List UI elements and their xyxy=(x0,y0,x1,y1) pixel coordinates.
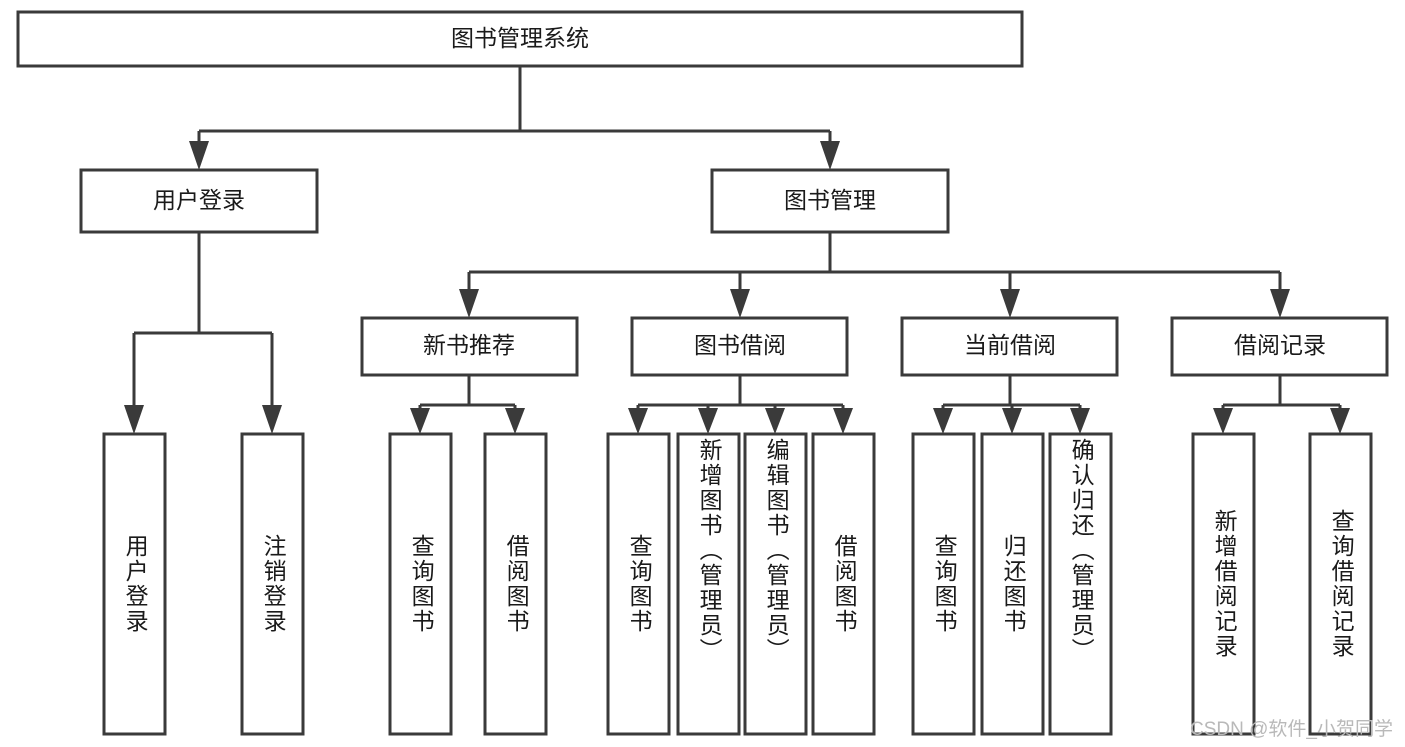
leaf-box-br-query-record[interactable] xyxy=(1308,432,1373,736)
node-borrow-record-box[interactable] xyxy=(1170,316,1389,377)
node-book-manage[interactable]: 图书管理 xyxy=(710,168,950,234)
connector-group-root xyxy=(189,66,840,170)
node-current-borrow-label: 当前借阅 xyxy=(964,332,1056,358)
arrow-head-bb-add-book xyxy=(698,408,718,434)
watermark-text: CSDN @软件_小贺同学 xyxy=(1190,719,1393,740)
arrow-head-cb-query-book xyxy=(933,408,953,434)
leaf-box-user-login[interactable] xyxy=(102,432,167,736)
arrow-head-leaf-logout xyxy=(262,405,282,434)
arrow-head-borrow-record xyxy=(1270,289,1290,318)
arrow-head-user-login xyxy=(189,141,209,170)
node-user-login-box[interactable] xyxy=(79,168,319,234)
arrow-head-book-manage xyxy=(820,141,840,170)
arrow-head-new-book xyxy=(459,289,479,318)
connector-group-current-borrow xyxy=(933,375,1090,434)
arrow-head-br-query-record xyxy=(1330,408,1350,434)
leaf-box-bb-query-book[interactable] xyxy=(606,432,671,736)
leaf-box-nb-query-book[interactable] xyxy=(388,432,453,736)
node-book-borrow-label: 图书借阅 xyxy=(694,332,786,358)
leaf-box-bb-borrow-book[interactable] xyxy=(811,432,876,736)
node-current-borrow-box[interactable] xyxy=(900,316,1119,377)
arrow-head-bb-borrow-book xyxy=(833,408,853,434)
node-new-book-box[interactable] xyxy=(360,316,579,377)
leaf-box-bb-edit-book[interactable] xyxy=(743,432,808,736)
leaf-box-logout[interactable] xyxy=(240,432,305,736)
arrow-head-nb-query-book xyxy=(410,408,430,434)
leaf-box-br-add-record[interactable] xyxy=(1191,432,1256,736)
node-user-login[interactable]: 用户登录 xyxy=(79,168,319,234)
arrow-head-leaf-user-login xyxy=(124,405,144,434)
connector-group-user-login xyxy=(124,232,282,434)
connector-group-new-book xyxy=(410,375,525,434)
node-root-label: 图书管理系统 xyxy=(451,25,589,51)
node-root-box[interactable] xyxy=(16,10,1024,68)
arrow-head-bb-edit-book xyxy=(765,408,785,434)
node-borrow-record[interactable]: 借阅记录 xyxy=(1170,316,1389,377)
leaf-box-nb-borrow-book[interactable] xyxy=(483,432,548,736)
leaf-boxes xyxy=(102,432,1373,736)
node-book-borrow[interactable]: 图书借阅 xyxy=(630,316,849,377)
leaf-box-cb-return-book[interactable] xyxy=(980,432,1045,736)
node-borrow-record-label: 借阅记录 xyxy=(1234,332,1326,358)
node-current-borrow[interactable]: 当前借阅 xyxy=(900,316,1119,377)
leaf-box-cb-query-book[interactable] xyxy=(911,432,976,736)
node-new-book[interactable]: 新书推荐 xyxy=(360,316,579,377)
arrow-head-br-add-record xyxy=(1213,408,1233,434)
arrow-head-nb-borrow-book xyxy=(505,408,525,434)
arrow-head-current-borrow xyxy=(1000,289,1020,318)
node-book-manage-box[interactable] xyxy=(710,168,950,234)
connector-group-book-borrow xyxy=(628,375,853,434)
arrow-head-cb-confirm-return xyxy=(1070,408,1090,434)
connector-group-borrow-record xyxy=(1213,375,1350,434)
arrow-head-cb-return-book xyxy=(1002,408,1022,434)
arrow-head-book-borrow xyxy=(730,289,750,318)
node-user-login-label: 用户登录 xyxy=(153,187,245,213)
node-new-book-label: 新书推荐 xyxy=(423,332,515,358)
leaf-box-cb-confirm-return[interactable] xyxy=(1048,432,1113,736)
node-root[interactable]: 图书管理系统 xyxy=(16,10,1024,68)
connector-group-book-manage xyxy=(459,232,1290,318)
leaf-box-bb-add-book[interactable] xyxy=(676,432,741,736)
node-book-manage-label: 图书管理 xyxy=(784,187,876,213)
node-book-borrow-box[interactable] xyxy=(630,316,849,377)
arrow-head-bb-query-book xyxy=(628,408,648,434)
